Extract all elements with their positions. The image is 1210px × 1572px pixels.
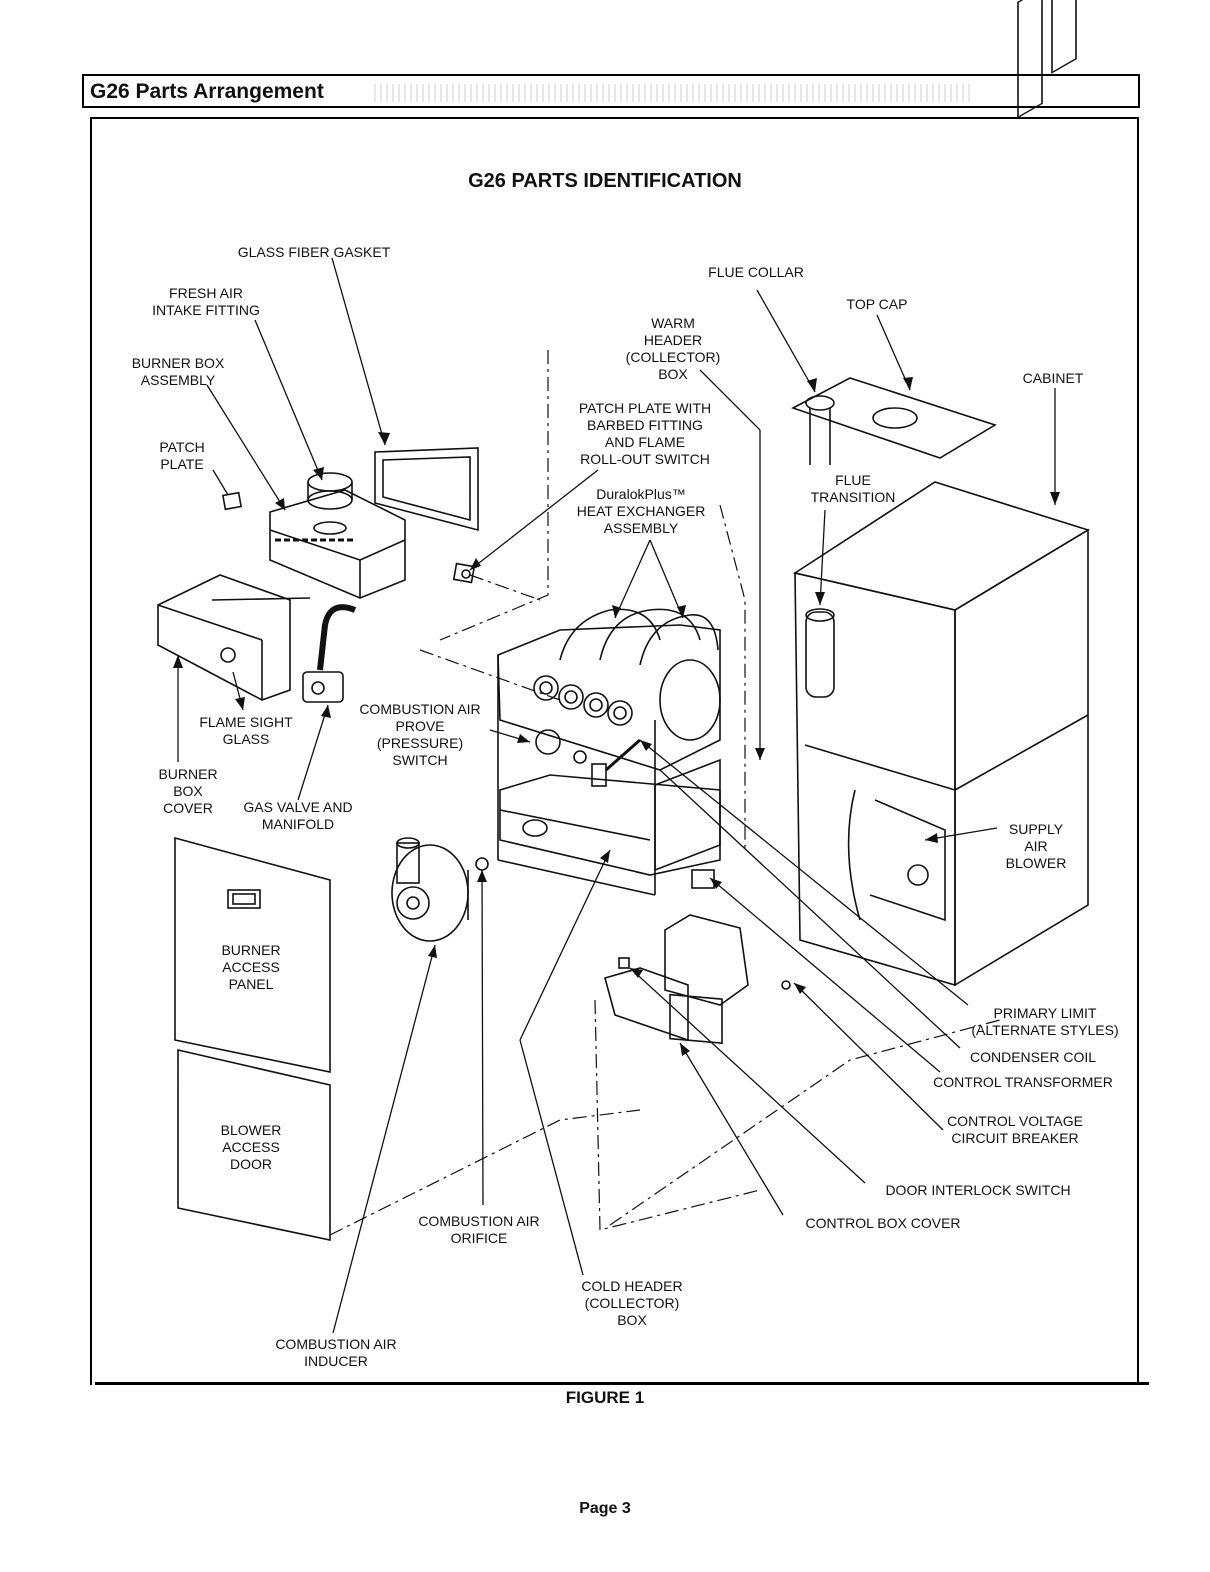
flue-transition [805,608,835,698]
burner-box-assembly [269,472,406,599]
burner-access-panel [174,836,331,1073]
label-warm-header: WARM HEADER (COLLECTOR) BOX [625,315,721,382]
guide-lines [329,350,1001,1236]
label-blower-access-door: BLOWER ACCESS DOOR [220,1122,282,1172]
label-fresh-air-intake: FRESH AIR INTAKE FITTING [152,285,260,318]
label-gas-valve-manifold: GAS VALVE AND MANIFOLD [243,799,353,832]
burner-box-cover [157,574,311,701]
figure-bottom-rule [95,1382,1149,1385]
section-header: G26 Parts Arrangement [90,80,324,103]
figure-frame [90,117,1139,1385]
label-cold-header: COLD HEADER (COLLECTOR) BOX [581,1278,683,1328]
label-burner-box-assembly: BURNER BOX ASSEMBLY [131,355,225,388]
label-patch-plate: PATCH PLATE [159,439,205,472]
label-control-box-cover: CONTROL BOX COVER [805,1215,961,1231]
label-burner-access-panel: BURNER ACCESS PANEL [221,942,281,992]
label-combustion-air-orifice: COMBUSTION AIR ORIFICE [418,1213,540,1246]
orifice [475,857,489,871]
combustion-air-inducer [391,837,469,942]
warm-header-box [654,758,721,872]
label-flue-collar: FLUE COLLAR [708,264,804,280]
label-condenser-coil: CONDENSER COIL [969,1049,1097,1065]
label-flue-transition: FLUE TRANSITION [810,472,896,505]
label-burner-box-cover: BURNER BOX COVER [158,766,218,816]
cold-header-box [499,774,721,876]
page-number: Page 3 [579,1500,631,1517]
heat-exchanger-ports [533,675,633,726]
primary-limit [591,738,641,787]
label-top-cap: TOP CAP [846,296,908,312]
label-combustion-air-inducer: COMBUSTION AIR INDUCER [275,1336,397,1369]
label-patch-plate-barbed: PATCH PLATE WITH BARBED FITTING AND FLAM… [578,400,712,467]
cabinet [792,0,1090,987]
scan-noise [374,84,974,102]
label-control-voltage-breaker: CONTROL VOLTAGE CIRCUIT BREAKER [947,1113,1083,1146]
label-door-interlock-switch: DOOR INTERLOCK SWITCH [885,1182,1071,1198]
label-flame-sight-glass: FLAME SIGHT GLASS [199,714,293,747]
label-primary-limit: PRIMARY LIMIT (ALTERNATE STYLES) [971,1005,1119,1038]
glass-fiber-gasket [374,447,479,532]
top-cap [790,377,997,465]
label-control-transformer: CONTROL TRANSFORMER [933,1074,1113,1090]
pressure-switch [535,729,561,755]
label-cabinet: CABINET [1022,370,1084,386]
control-box [618,869,791,1045]
label-supply-air-blower: SUPPLY AIR BLOWER [1005,821,1067,871]
figure-caption: FIGURE 1 [565,1388,645,1407]
label-glass-fiber-gasket: GLASS FIBER GASKET [237,244,391,260]
patch-plate [221,491,243,511]
blower-access-door [177,1048,331,1241]
gas-valve-manifold [302,604,357,703]
label-combustion-air-prove: COMBUSTION AIR PROVE (PRESSURE) SWITCH [359,701,481,768]
label-heat-exchanger: DuralokPlus™ HEAT EXCHANGER ASSEMBLY [576,486,706,536]
control-box-cover [604,967,689,1042]
section-header-bar: G26 Parts Arrangement [82,74,1140,108]
limit-switch [573,750,587,764]
figure-title: G26 PARTS IDENTIFICATION [468,170,742,192]
leader-lines [177,257,1056,1334]
arrowheads [173,377,1060,1056]
barbed-patch-plate [452,562,476,584]
